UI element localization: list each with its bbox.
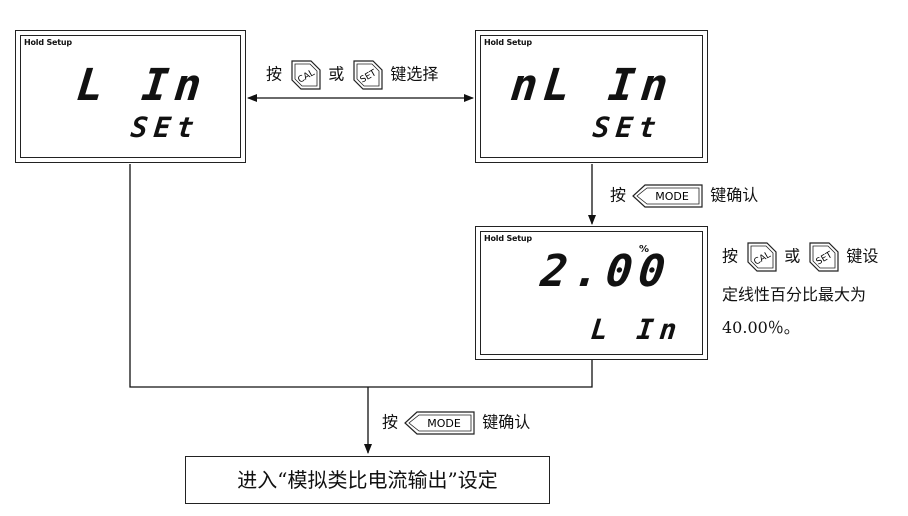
svg-text:MODE: MODE [655, 190, 689, 203]
lcd-inner-frame: Hold Setup L In SEt [20, 35, 241, 158]
lcd-inner-frame: Hold Setup 2.00 % L In [480, 231, 703, 355]
final-step-box: 进入“模拟类比电流输出”设定 [185, 456, 550, 504]
hold-setup-label: Hold Setup [24, 38, 72, 47]
mode-key-icon: MODE [404, 411, 475, 435]
lcd-sub-text: SEt [129, 111, 202, 144]
lcd-sub-text: L In [589, 313, 685, 346]
cal-key-icon: CAL [291, 60, 321, 90]
lcd-sub-text: SEt [591, 111, 664, 144]
instruction-set-range-line1: 按 CAL 或 SET 键设 [722, 240, 878, 274]
lcd-value-text: 2.00 [538, 246, 674, 297]
set-key-icon: SET [353, 60, 383, 90]
hold-setup-label: Hold Setup [484, 234, 532, 243]
lcd-main-text: nL In [508, 60, 677, 111]
cal-key-icon: CAL [747, 242, 777, 272]
instruction-confirm-mode-lower: 按 MODE 键确认 [382, 410, 530, 436]
svg-text:MODE: MODE [427, 417, 461, 430]
lcd-screen-lin-set: Hold Setup L In SEt [15, 30, 246, 163]
instruction-select: 按 CAL 或 SET 键选择 [266, 58, 438, 92]
lcd-inner-frame: Hold Setup nL In SEt [480, 35, 703, 158]
merge-connector [129, 164, 593, 388]
lcd-screen-lin-value: Hold Setup 2.00 % L In [475, 226, 708, 360]
instruction-set-range-line2: 定线性百分比最大为 [722, 285, 867, 304]
hold-setup-label: Hold Setup [484, 38, 532, 47]
lcd-screen-nlin-set: Hold Setup nL In SEt [475, 30, 708, 163]
mode-key-icon: MODE [632, 184, 703, 208]
instruction-confirm-mode-upper: 按 MODE 键确认 [610, 183, 758, 209]
percent-unit: % [639, 244, 650, 255]
set-key-icon: SET [809, 242, 839, 272]
instruction-set-range-line3: 40.00％。 [722, 318, 800, 337]
lcd-main-text: L In [74, 60, 210, 111]
